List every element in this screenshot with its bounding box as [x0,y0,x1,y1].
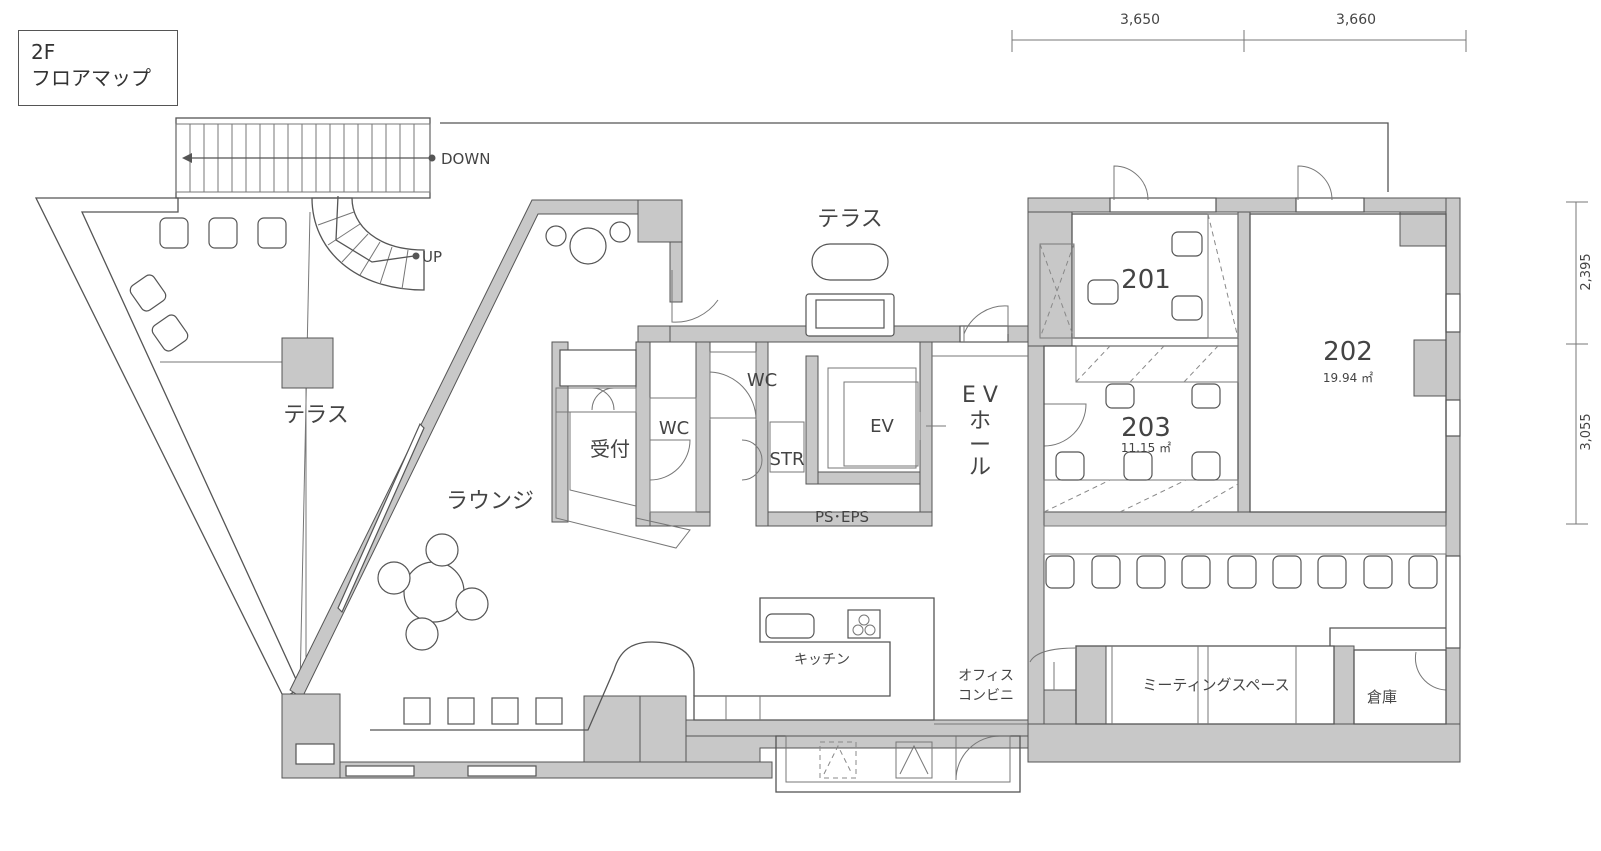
lounge-label: ラウンジ [446,489,534,514]
str-label: STR [770,449,805,470]
ps-eps-label: PS･EPS [815,508,869,526]
stairs-up: UP [311,195,442,291]
ev-hall-label-3: ー [969,433,991,458]
counter-seating [1043,525,1447,646]
dimension-top: 3,650 3,660 [1011,12,1467,52]
reception-label: 受付 [590,437,630,461]
dim-right-1: 2,395 [1579,253,1594,290]
wc1-label: WC [659,418,689,439]
storage-label: 倉庫 [1367,688,1397,706]
building-walls [281,197,1461,779]
meeting-space: ミーティングスペース [1029,645,1335,725]
floor-map-label: フロアマップ [31,66,151,90]
doors [671,165,1447,781]
ev-hall-label-2: ホ [969,409,991,434]
roof-outline [440,122,1389,192]
ev-hall-label-4: ル [969,455,991,480]
column-terrace [281,337,334,389]
room-201-label: 201 [1121,265,1171,295]
room-202: 202 19.94 ㎡ [1249,213,1447,513]
office-convenience: オフィス コンビニ [934,668,1028,725]
office-conv-label-2: コンビニ [958,688,1014,704]
exit-stair-box [775,735,1021,793]
dim-right-2: 3,055 [1579,413,1594,450]
stairs-down: DOWN [175,117,490,199]
lounge-bar-stools [403,697,563,725]
ev-hall-label-1: E V [962,383,998,408]
terrace-top-label: テラス [817,207,883,232]
ev-hall: E V ホ ー ル [932,355,1028,480]
lounge-top-tables [545,221,631,265]
storage-room: 倉庫 [1353,649,1447,725]
room-201: 201 [1039,213,1239,339]
room-203: 203 11.15 ㎡ [1043,345,1239,513]
room-202-area: 19.94 ㎡ [1323,371,1373,385]
floor-title-box: 2F フロアマップ [18,30,178,106]
lounge-round-table [377,533,489,651]
elevator: EV PS･EPS [815,367,946,526]
meeting-label: ミーティングスペース [1142,676,1289,694]
ev-label: EV [870,416,894,437]
room-203-area: 11.15 ㎡ [1121,441,1171,455]
stairs-down-label: DOWN [441,150,490,168]
kitchen-area: キッチン [370,597,935,731]
kitchen-label: キッチン [794,652,850,668]
room-202-label: 202 [1323,337,1373,367]
floor-label: 2F [31,40,56,64]
stairs-up-label: UP [422,248,442,266]
reception-area: 受付 [555,349,691,549]
terrace-left-area [34,197,334,699]
room-203-label: 203 [1121,413,1171,443]
terrace-left-label: テラス [283,403,349,428]
office-conv-label-1: オフィス [958,668,1014,684]
dimension-right: 2,395 3,055 [1566,201,1594,525]
dim-top-1: 3,650 [1120,12,1160,28]
wc2-label: WC [747,370,777,391]
terrace-top-area: テラス [805,207,895,337]
dim-top-2: 3,660 [1336,12,1376,28]
wc-block: WC WC STR [649,351,805,513]
